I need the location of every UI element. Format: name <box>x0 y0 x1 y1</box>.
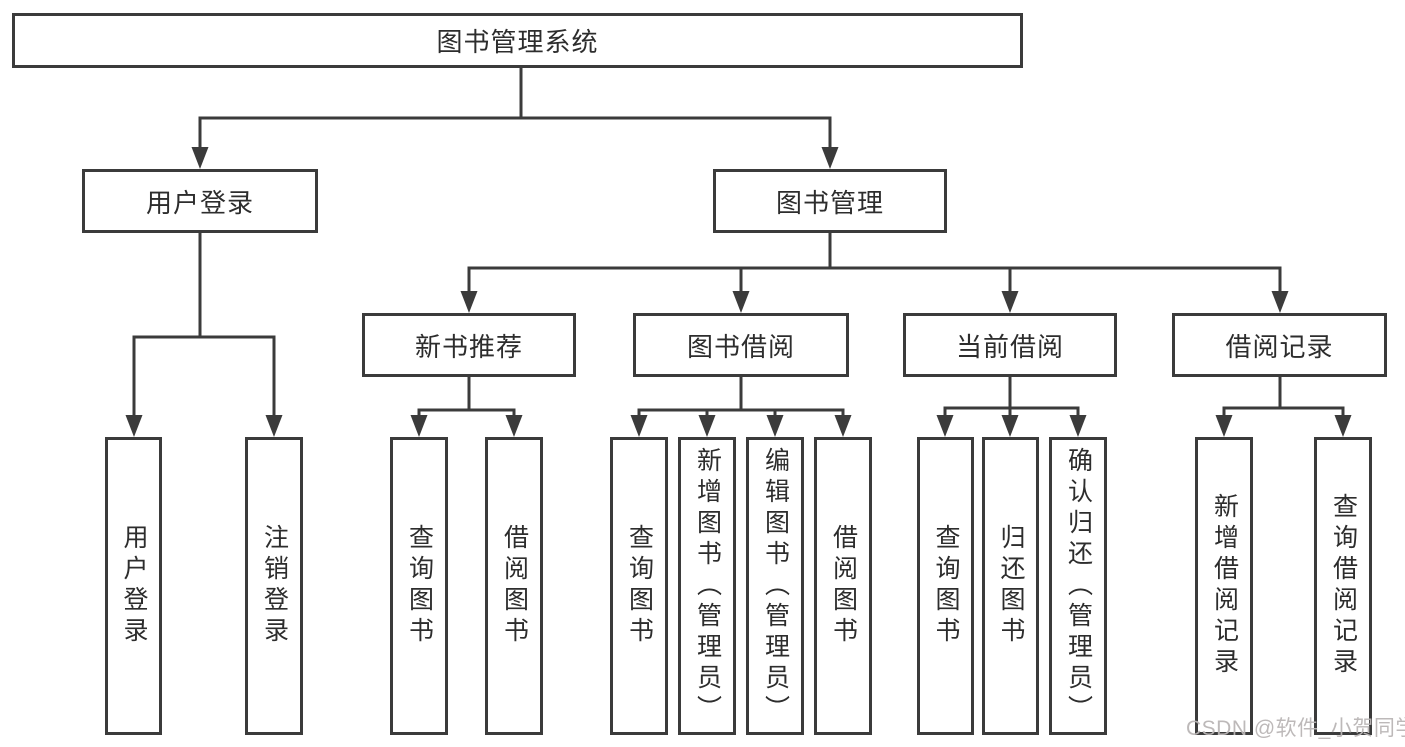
arrowhead-icon <box>821 147 839 169</box>
arrowhead-icon <box>1069 415 1087 437</box>
leaf-query-books-3: 查询图书 <box>917 437 974 735</box>
edge-records-split <box>1222 406 1345 428</box>
arrowhead-icon <box>630 415 648 437</box>
node-borrowing-records: 借阅记录 <box>1172 313 1387 377</box>
node-book-management-label: 图书管理 <box>775 187 884 218</box>
arrowhead-icon <box>505 415 523 437</box>
leaf-user-login-label: 用户登录 <box>120 524 148 648</box>
leaf-borrow-books-2-label: 借阅图书 <box>829 524 858 648</box>
arrowheads <box>125 147 1352 437</box>
leaf-add-books-admin-label: 新增图书（管理员） <box>693 446 722 726</box>
leaf-add-borrow-record: 新增借阅记录 <box>1195 437 1253 735</box>
leaf-confirm-return-admin-label: 确认归还（管理员） <box>1064 446 1093 726</box>
node-user-login-label: 用户登录 <box>145 187 254 218</box>
leaf-query-books-1: 查询图书 <box>390 437 448 735</box>
leaf-borrow-books-1: 借阅图书 <box>485 437 543 735</box>
leaf-return-books: 归还图书 <box>982 437 1039 735</box>
arrowhead-icon <box>1001 291 1019 313</box>
leaf-query-books-2: 查询图书 <box>610 437 668 735</box>
arrowhead-icon <box>1215 415 1233 437</box>
edge-root-split <box>198 116 832 155</box>
node-current-borrowing: 当前借阅 <box>903 313 1117 377</box>
leaf-borrow-books-1-label: 借阅图书 <box>500 524 529 648</box>
arrowhead-icon <box>265 415 283 437</box>
node-root-label: 图书管理系统 <box>436 27 599 57</box>
arrowhead-icon <box>1001 415 1019 437</box>
arrowhead-icon <box>698 415 716 437</box>
leaf-edit-books-admin: 编辑图书（管理员） <box>746 437 804 735</box>
arrowhead-icon <box>191 147 209 169</box>
leaf-query-books-3-label: 查询图书 <box>932 524 960 648</box>
arrowhead-icon <box>834 415 852 437</box>
csdn-watermark: CSDN @软件_小贺同学 <box>1186 717 1405 740</box>
node-book-borrowing: 图书借阅 <box>633 313 849 377</box>
leaf-add-borrow-record-label: 新增借阅记录 <box>1210 493 1239 679</box>
edge-userlogin-split <box>132 335 276 428</box>
leaf-confirm-return-admin: 确认归还（管理员） <box>1049 437 1107 735</box>
node-book-management: 图书管理 <box>713 169 947 233</box>
node-current-borrowing-label: 当前借阅 <box>955 331 1064 362</box>
arrowhead-icon <box>1334 415 1352 437</box>
leaf-return-books-label: 归还图书 <box>997 524 1025 648</box>
arrowhead-icon <box>125 415 143 437</box>
leaf-add-books-admin: 新增图书（管理员） <box>678 437 736 735</box>
node-new-book-recommend-label: 新书推荐 <box>414 331 523 362</box>
node-root: 图书管理系统 <box>12 13 1023 68</box>
leaf-edit-books-admin-label: 编辑图书（管理员） <box>761 446 790 726</box>
edge-newbook-split <box>417 408 516 428</box>
arrowhead-icon <box>1271 291 1289 313</box>
edge-bookmgmt-split <box>467 266 1282 300</box>
leaf-logout-label: 注销登录 <box>260 524 289 648</box>
node-book-borrowing-label: 图书借阅 <box>686 331 795 362</box>
leaf-query-borrow-record-label: 查询借阅记录 <box>1329 493 1358 679</box>
node-user-login: 用户登录 <box>82 169 318 233</box>
leaf-query-books-1-label: 查询图书 <box>405 524 434 648</box>
edge-bookborrow-split <box>637 408 845 428</box>
arrowhead-icon <box>936 415 954 437</box>
leaf-query-borrow-record: 查询借阅记录 <box>1314 437 1372 735</box>
leaf-logout: 注销登录 <box>245 437 303 735</box>
leaf-user-login: 用户登录 <box>105 437 162 735</box>
arrowhead-icon <box>766 415 784 437</box>
leaf-borrow-books-2: 借阅图书 <box>814 437 872 735</box>
arrowhead-icon <box>410 415 428 437</box>
arrowhead-icon <box>460 291 478 313</box>
arrowhead-icon <box>732 291 750 313</box>
node-new-book-recommend: 新书推荐 <box>362 313 576 377</box>
node-borrowing-records-label: 借阅记录 <box>1225 331 1334 362</box>
leaf-query-books-2-label: 查询图书 <box>625 524 654 648</box>
